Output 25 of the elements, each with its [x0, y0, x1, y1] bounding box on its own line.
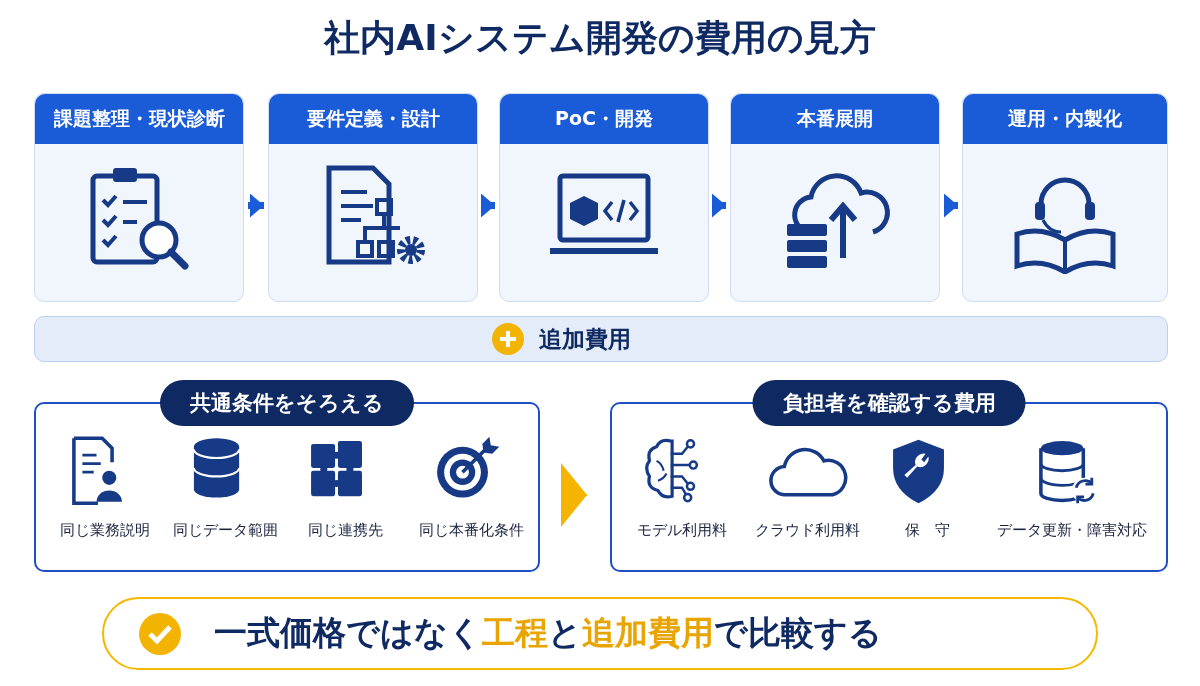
step-heading: 運用・内製化	[963, 94, 1167, 144]
step-card	[730, 93, 940, 302]
item-label: 同じ業務説明	[60, 521, 150, 541]
item-label: データ更新・障害対応	[996, 521, 1147, 541]
item-label: 同じデータ範囲	[172, 521, 278, 541]
step-heading: 課題整理・現状診断	[35, 94, 243, 144]
panel-title: 負担者を確認する費用	[752, 380, 1026, 426]
panel-title: 共通条件をそろえる	[160, 380, 414, 426]
step-heading: 要件定義・設計	[269, 94, 477, 144]
title: 社内AIシステム開発の費用の見方	[322, 16, 877, 60]
item-label: 同じ本番化条件	[418, 521, 524, 541]
step-card	[962, 93, 1168, 302]
summary-text: 一式価格ではなく工程と追加費用で比較する	[214, 612, 882, 654]
step-heading: 本番展開	[731, 94, 939, 144]
item-label: モデル利用料	[637, 521, 727, 541]
item-label: 同じ連携先	[307, 521, 383, 541]
item-label: 保 守	[904, 521, 950, 541]
arrow	[560, 463, 588, 527]
cost-band	[34, 316, 1168, 362]
band-label: 追加費用	[539, 325, 631, 354]
step-card	[499, 93, 709, 302]
item-label: クラウド利用料	[754, 521, 860, 541]
step-heading: PoC・開発	[500, 94, 708, 144]
step-card	[34, 93, 244, 302]
step-card	[268, 93, 478, 302]
